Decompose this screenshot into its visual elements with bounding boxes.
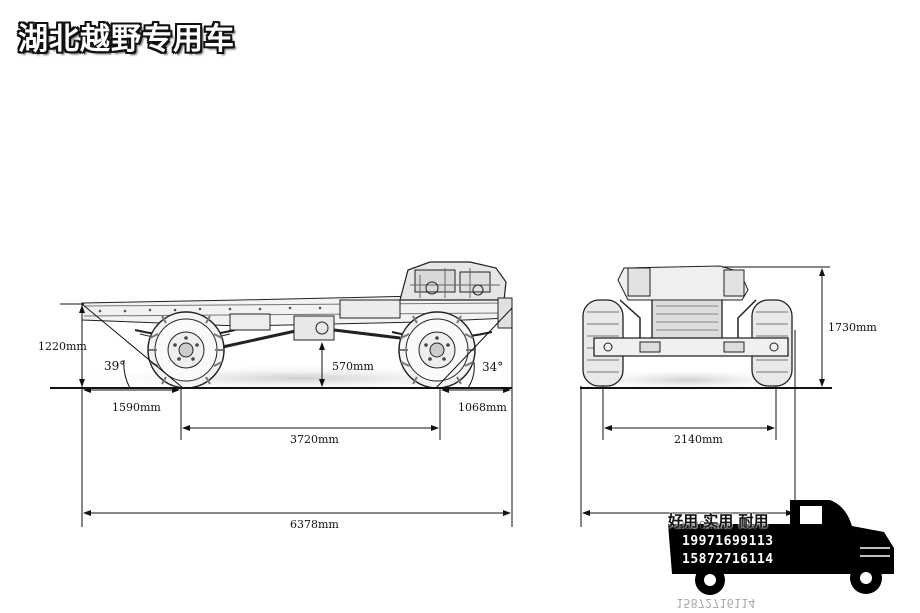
wheelbase-label: 3720mm <box>290 433 339 446</box>
promo-slogan: 好用 实用 耐用 <box>668 512 769 530</box>
ground-clearance-label: 570mm <box>332 360 374 373</box>
departure-angle-label: 34° <box>482 360 504 374</box>
side-view-chassis <box>81 261 513 389</box>
approach-angle-label: 39° <box>104 359 126 373</box>
dimension-lines <box>50 266 832 527</box>
promo-phone-reflection: 15872716114 <box>676 596 756 610</box>
overall-length-label: 6378mm <box>290 518 339 531</box>
track-width-label: 2140mm <box>674 433 723 446</box>
overall-width-label: 2380mm <box>678 519 727 532</box>
truck-badge-graphic <box>668 500 894 595</box>
rear-overhang-height-label: 1220mm <box>38 340 87 353</box>
overall-height-label: 1730mm <box>828 321 877 334</box>
promo-phone-1: 19971699113 <box>682 534 774 549</box>
promo-phone-2: 15872716114 <box>682 552 774 567</box>
rear-wheel <box>147 311 225 389</box>
front-wheel <box>398 311 476 389</box>
page-title: 湖北越野专用车 <box>18 22 235 57</box>
rear-overhang-label: 1590mm <box>112 401 161 414</box>
front-overhang-label: 1068mm <box>458 401 507 414</box>
front-view-chassis <box>582 265 793 387</box>
